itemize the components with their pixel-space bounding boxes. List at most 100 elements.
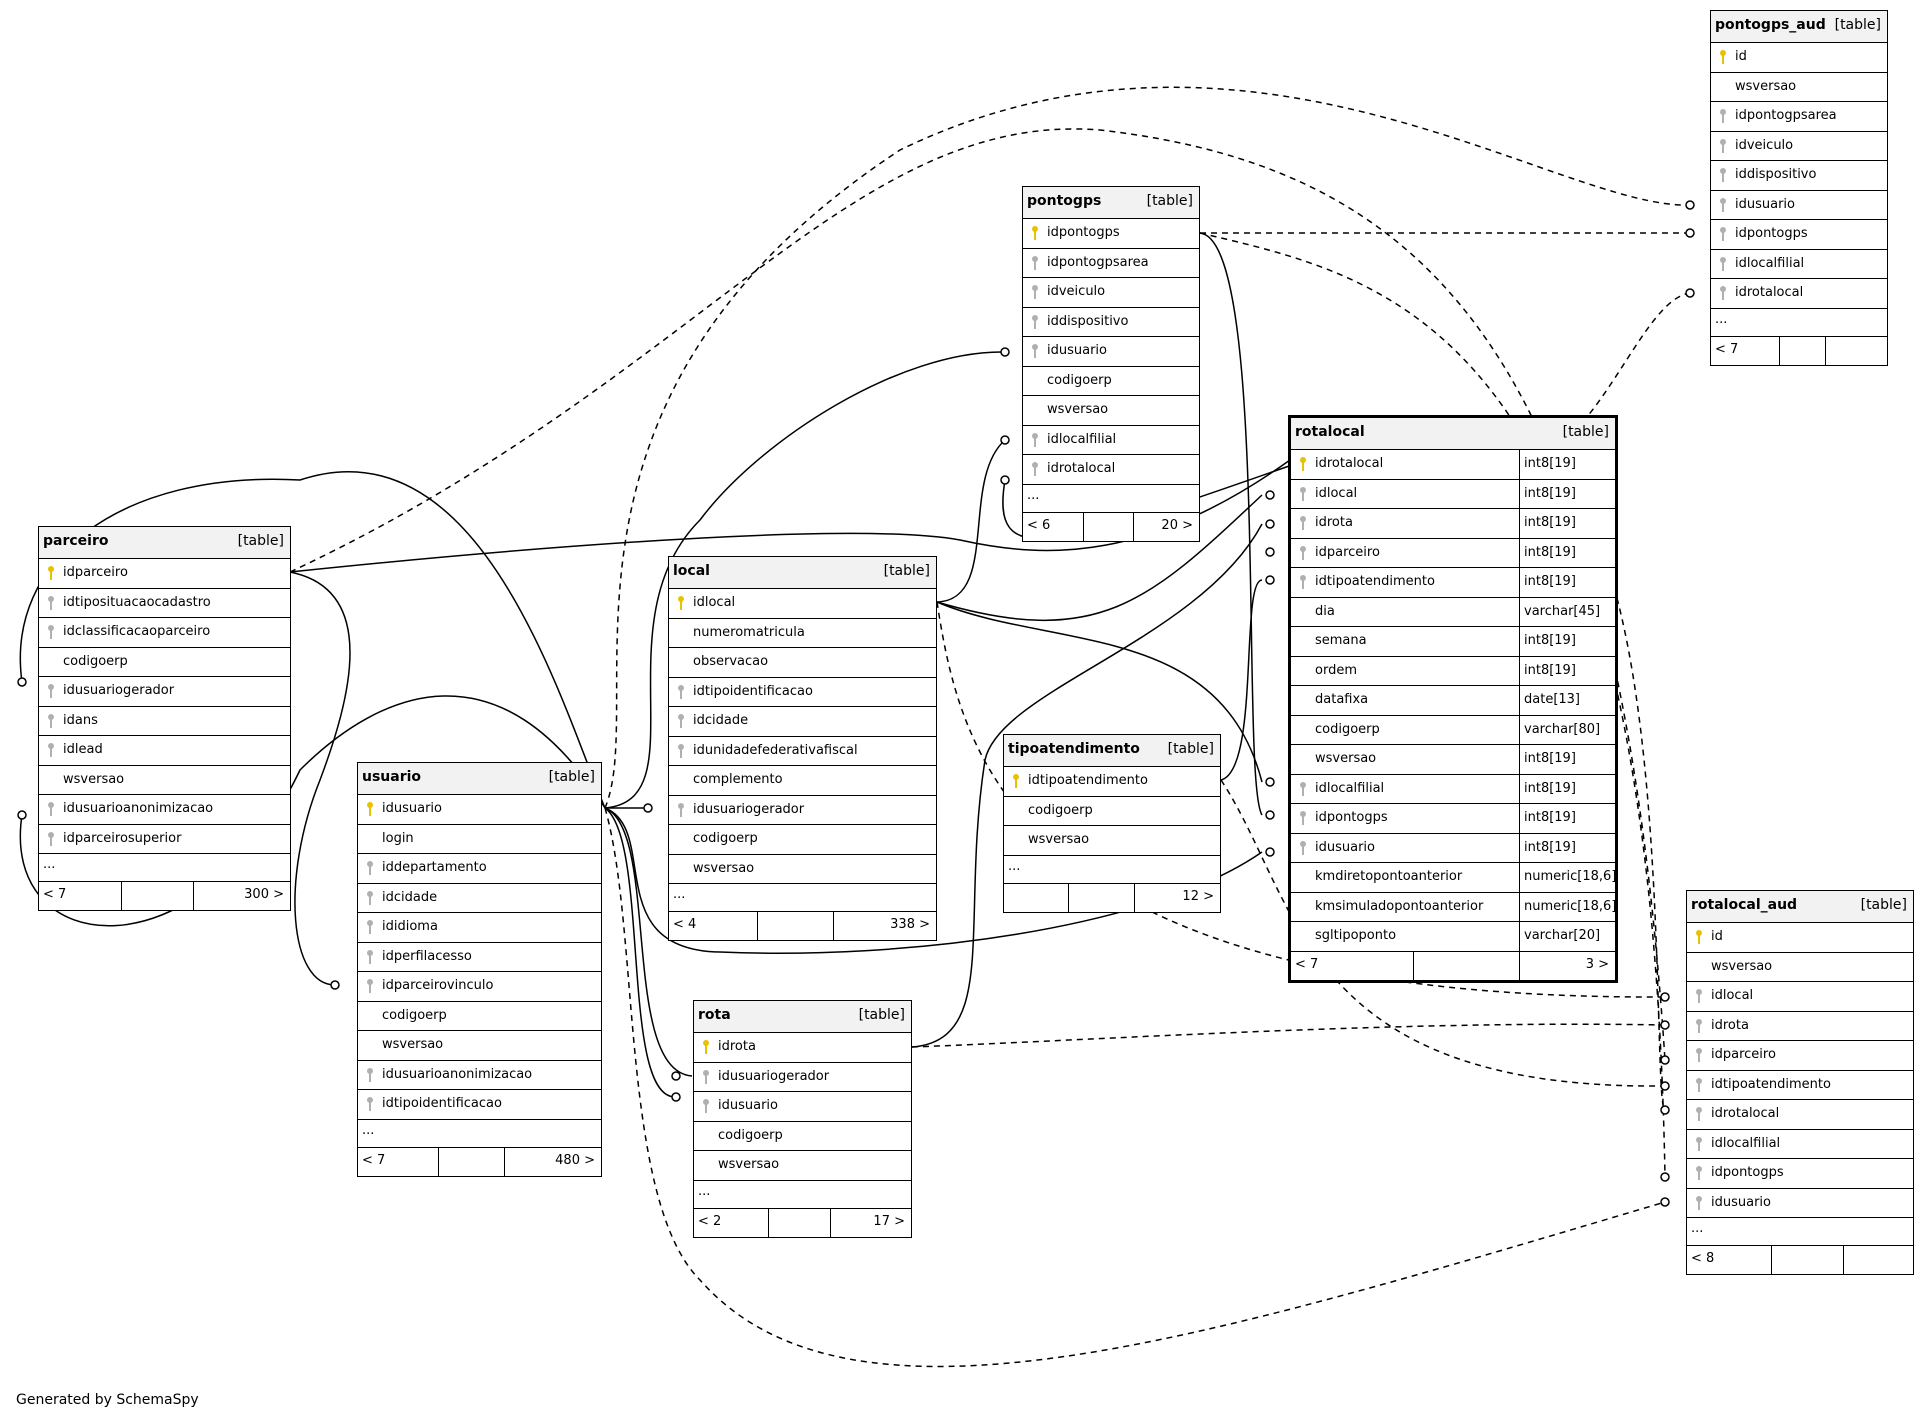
column-row[interactable]: numeromatricula	[669, 619, 936, 648]
column-row[interactable]: idlocalfilial	[1023, 426, 1199, 455]
column-row[interactable]: idpontogps	[1711, 220, 1887, 250]
column-row[interactable]: iddepartamento	[358, 854, 601, 884]
parents-count[interactable]: < 7	[1715, 341, 1739, 357]
more-columns-row[interactable]: ...	[358, 1120, 601, 1148]
column-row[interactable]: idrota	[694, 1033, 911, 1063]
column-row[interactable]: wsversao	[669, 855, 936, 884]
column-row[interactable]: login	[358, 825, 601, 854]
column-row[interactable]: idpontogps	[1023, 219, 1199, 249]
column-row[interactable]: idparceirovinculo	[358, 972, 601, 1002]
column-row[interactable]: iddispositivo	[1711, 161, 1887, 191]
column-row[interactable]: idusuario	[694, 1092, 911, 1122]
column-row[interactable]: idusuario	[1711, 191, 1887, 220]
column-row[interactable]: wsversao	[39, 766, 290, 795]
column-row[interactable]: idlocalfilial	[1687, 1130, 1913, 1159]
column-row[interactable]: wsversao	[1023, 396, 1199, 426]
column-row[interactable]: idrotalocal	[1711, 279, 1887, 309]
column-row[interactable]: idrotalocal	[1023, 455, 1199, 485]
column-row[interactable]: idlocalfilial	[1711, 250, 1887, 279]
column-row[interactable]: idcidade	[669, 707, 936, 737]
column-row[interactable]: idlocal	[669, 589, 936, 619]
more-columns-row[interactable]: ...	[669, 884, 936, 912]
column-row[interactable]: wsversao	[358, 1031, 601, 1061]
column-row[interactable]: codigoerp	[1023, 367, 1199, 396]
column-row[interactable]: idusuariogerador	[669, 796, 936, 825]
parents-count[interactable]: < 7	[362, 1152, 386, 1168]
column-row[interactable]: codigoerp	[694, 1122, 911, 1151]
parents-count[interactable]: < 2	[698, 1213, 722, 1229]
column-row[interactable]: idlocal	[1687, 982, 1913, 1012]
rows-count[interactable]: 3 >	[1585, 956, 1609, 972]
column-row[interactable]: codigoerp	[39, 648, 290, 677]
rows-count[interactable]: 480 >	[555, 1152, 595, 1168]
column-row[interactable]: idtipoatendimento	[1687, 1071, 1913, 1100]
more-columns-row[interactable]: ...	[1023, 485, 1199, 513]
column-row[interactable]: idusuarioanonimizacao	[358, 1061, 601, 1090]
parents-count[interactable]: < 7	[1295, 956, 1319, 972]
column-row[interactable]: codigoerp	[669, 825, 936, 855]
column-row[interactable]: idveiculo	[1711, 132, 1887, 161]
column-row[interactable]: complemento	[669, 766, 936, 796]
rows-count[interactable]: 12 >	[1182, 888, 1214, 904]
column-row[interactable]: idpontogpsarea	[1711, 102, 1887, 132]
rows-count[interactable]: 338 >	[890, 917, 930, 932]
rows-count[interactable]: 17 >	[873, 1213, 905, 1229]
column-row[interactable]: codigoerp	[1004, 797, 1220, 826]
column-row[interactable]: idparceiro	[1687, 1041, 1913, 1071]
column-row[interactable]: ididioma	[358, 913, 601, 943]
column-row[interactable]: wsversao	[1687, 953, 1913, 982]
column-row[interactable]: idunidadefederativafiscal	[669, 737, 936, 766]
column-row[interactable]: idperfilacesso	[358, 943, 601, 972]
column-row[interactable]: id	[1711, 43, 1887, 73]
more-columns-row[interactable]: ...	[1004, 856, 1220, 884]
column-row[interactable]: idrotalocal	[1687, 1100, 1913, 1130]
parents-count[interactable]: < 4	[673, 917, 697, 932]
column-row[interactable]: idcidade	[358, 884, 601, 913]
column-row[interactable]: idclassificacaoparceiro	[39, 618, 290, 648]
parents-count[interactable]: < 6	[1027, 517, 1051, 533]
column-row[interactable]: idusuario	[1687, 1189, 1913, 1218]
column-row[interactable]: idpontogpsarea	[1023, 249, 1199, 278]
column-row[interactable]: idusuarioanonimizacao	[39, 795, 290, 825]
column-row[interactable]: codigoerp	[358, 1002, 601, 1031]
column-row[interactable]: observacao	[669, 648, 936, 678]
column-row[interactable]: wsversao	[1004, 826, 1220, 856]
column-row[interactable]: wsversao	[694, 1151, 911, 1181]
column-row[interactable]: idtipoidentificacao	[358, 1090, 601, 1120]
parents-count[interactable]: < 7	[43, 887, 67, 902]
column-row[interactable]: idrota	[1687, 1012, 1913, 1041]
column-row[interactable]: idusuario	[358, 795, 601, 825]
column-row[interactable]: id	[1687, 923, 1913, 953]
column-row[interactable]: idpontogps	[1687, 1159, 1913, 1189]
column-row[interactable]: idusuariogerador	[39, 677, 290, 707]
rows-count[interactable]: 300 >	[244, 887, 284, 902]
column-row[interactable]: iddispositivo	[1023, 308, 1199, 337]
column-row[interactable]: idusuario	[1023, 337, 1199, 367]
column-row[interactable]: idveiculo	[1023, 278, 1199, 308]
more-columns-row[interactable]: ...	[694, 1181, 911, 1209]
column-row[interactable]: idparceirosuperior	[39, 825, 290, 854]
column-row[interactable]: idlead	[39, 736, 290, 766]
